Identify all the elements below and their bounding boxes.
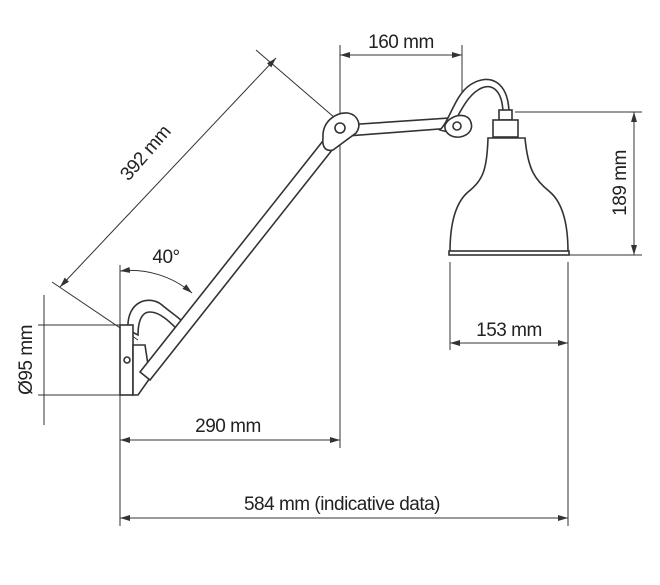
label-total-reach: 584 mm (indicative data) bbox=[244, 494, 440, 515]
angle-arc-40 bbox=[119, 266, 193, 294]
lamp-shade bbox=[449, 137, 569, 253]
label-shade-diameter: 153 mm bbox=[476, 320, 542, 341]
label-arm-angle: 40° bbox=[152, 247, 179, 268]
socket bbox=[492, 119, 519, 138]
label-arm-length: 392 mm bbox=[116, 122, 175, 185]
label-shade-height: 189 mm bbox=[610, 150, 631, 216]
socket-top bbox=[498, 109, 513, 121]
lamp-drawing bbox=[119, 78, 570, 396]
dim-line-392 bbox=[59, 57, 277, 288]
upper-arm bbox=[344, 117, 453, 137]
label-arm-reach: 290 mm bbox=[195, 416, 261, 437]
label-shade-offset: 160 mm bbox=[368, 32, 434, 53]
label-base-diameter: Ø95 mm bbox=[16, 325, 37, 395]
